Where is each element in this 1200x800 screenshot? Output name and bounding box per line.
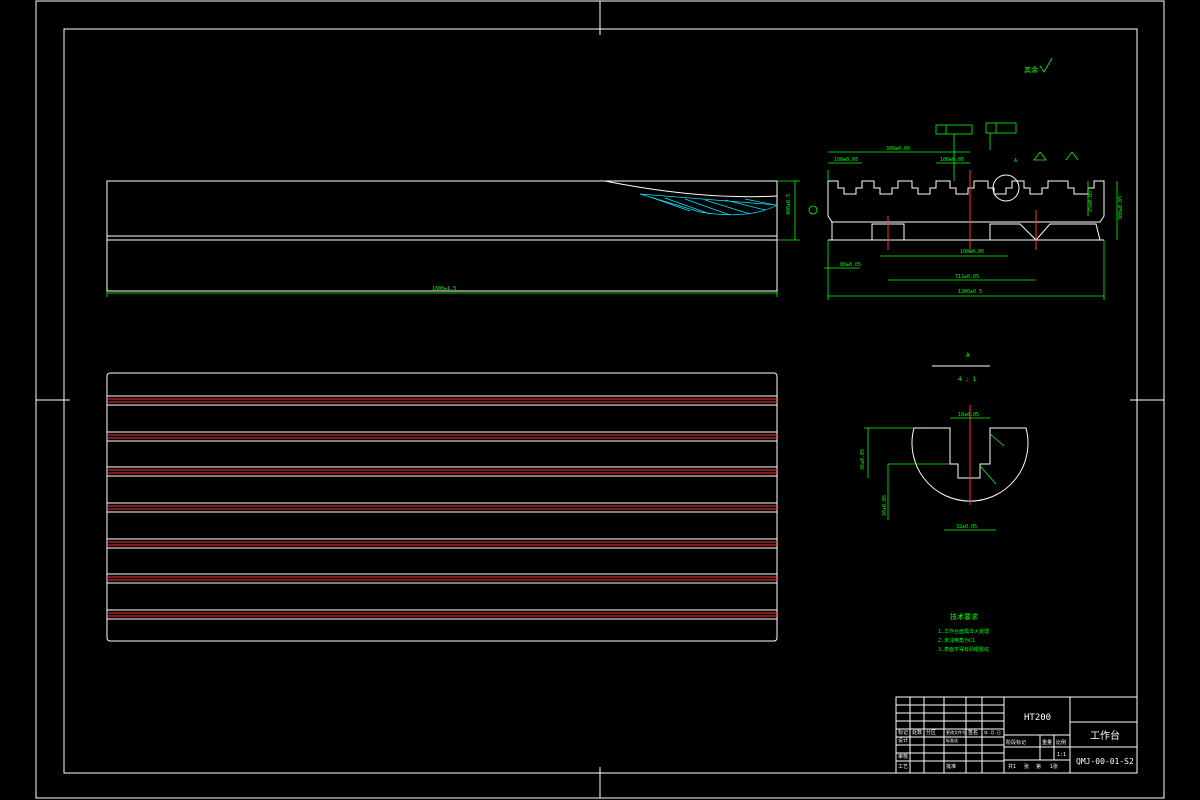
svg-text:400±0.5: 400±0.5: [786, 194, 792, 215]
sheet-frame: [35, 0, 1165, 799]
svg-text:100±0.05: 100±0.05: [834, 157, 858, 163]
svg-text:712±0.05: 712±0.05: [955, 274, 979, 280]
svg-text:工艺: 工艺: [898, 764, 908, 770]
svg-text:32±0.05: 32±0.05: [956, 524, 977, 530]
detail-view-a: A 4 : 1 36±0.05 20±0.05 18±0.05 32±0.05: [860, 352, 1029, 531]
svg-text:2.未注倒角为C1: 2.未注倒角为C1: [938, 637, 975, 644]
svg-text:1.工作台面需淬火处理: 1.工作台面需淬火处理: [938, 628, 989, 635]
svg-text:300±0.05: 300±0.05: [886, 146, 910, 152]
top-view: [106, 372, 778, 642]
svg-text:共1: 共1: [1008, 763, 1016, 770]
side-section-view: A 300±0.05 100±0.05 100±0.05 1200±0.5 71…: [808, 122, 1124, 300]
svg-text:其余: 其余: [1024, 65, 1038, 74]
svg-text:A: A: [966, 352, 970, 359]
drawing-number: QMJ-00-01-S2: [1076, 757, 1134, 766]
svg-text:重量: 重量: [1042, 739, 1052, 746]
svg-text:第: 第: [1036, 763, 1041, 770]
svg-text:技术要求: 技术要求: [950, 612, 978, 621]
svg-text:更改文件号: 更改文件号: [946, 729, 966, 735]
svg-text:审核: 审核: [898, 753, 908, 760]
svg-text:1:1: 1:1: [1057, 752, 1066, 758]
svg-text:25±0.05: 25±0.05: [1088, 191, 1094, 212]
svg-text:分区: 分区: [926, 729, 936, 736]
svg-text:3.表面不得有砂眼裂纹: 3.表面不得有砂眼裂纹: [938, 646, 989, 653]
section-hatch: [649, 196, 776, 216]
svg-text:300±0.05: 300±0.05: [1118, 196, 1124, 220]
part-name: 工作台: [1090, 729, 1120, 742]
front-view: 1600±1.5 400±0.5: [106, 180, 800, 297]
svg-text:1600±1.5: 1600±1.5: [432, 286, 456, 292]
roughness-note: 其余: [1024, 57, 1053, 74]
svg-text:A: A: [1014, 158, 1017, 164]
material-label: HT200: [1024, 713, 1051, 723]
svg-text:签名: 签名: [968, 729, 978, 736]
svg-text:张: 张: [1024, 763, 1029, 770]
tech-requirements: 技术要求 1.工作台面需淬火处理 2.未注倒角为C1 3.表面不得有砂眼裂纹: [938, 612, 989, 653]
svg-text:处数: 处数: [912, 729, 922, 736]
t-slot-lines: [107, 395, 777, 620]
svg-text:36±0.05: 36±0.05: [860, 449, 866, 470]
svg-text:标记: 标记: [898, 729, 908, 736]
svg-text:20±0.05: 20±0.05: [882, 495, 888, 516]
svg-text:1张: 1张: [1050, 763, 1058, 770]
svg-text:100±0.05: 100±0.05: [940, 157, 964, 163]
svg-text:18±0.05: 18±0.05: [958, 412, 979, 418]
svg-text:批准: 批准: [946, 763, 956, 770]
svg-text:标准化: 标准化: [946, 737, 958, 743]
svg-text:设计: 设计: [898, 737, 908, 744]
title-block: 标记 处数 分区 更改文件号 签名 年.月.日 设计 审核 工艺 标准化 批准 …: [895, 696, 1138, 774]
svg-text:4 : 1: 4 : 1: [958, 376, 976, 383]
svg-text:年.月.日: 年.月.日: [984, 729, 1001, 735]
svg-text:100±0.05: 100±0.05: [960, 249, 984, 255]
svg-text:比例: 比例: [1056, 739, 1066, 746]
svg-text:1200±0.5: 1200±0.5: [958, 289, 982, 295]
svg-text:80±0.05: 80±0.05: [840, 262, 861, 268]
svg-text:阶段标记: 阶段标记: [1006, 739, 1026, 746]
